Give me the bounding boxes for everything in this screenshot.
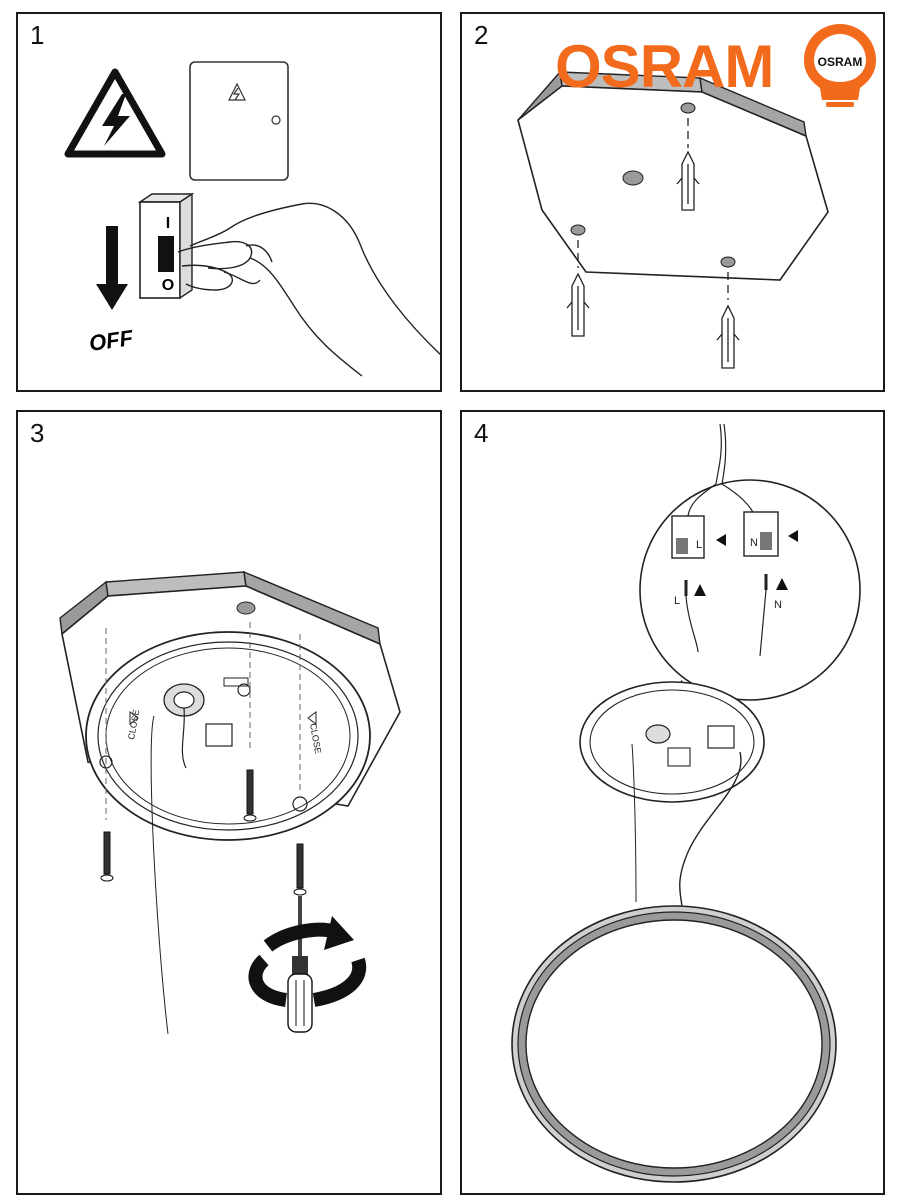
- step-1-illustration: I O OFF: [64, 61, 440, 377]
- step-number: 4: [474, 418, 489, 448]
- step-number: 1: [30, 20, 45, 50]
- mounting-base: [579, 681, 765, 907]
- wall-plug: [566, 240, 590, 337]
- screw: [243, 622, 257, 822]
- wall-switch: I O: [137, 192, 195, 300]
- high-voltage-warning-icon: [64, 68, 166, 158]
- rotate-clockwise-icon: [248, 916, 367, 1007]
- brand-wordmark: OSRAM: [555, 33, 774, 100]
- screw: [100, 628, 114, 882]
- step-4-panel: 4 L N L: [460, 410, 885, 1195]
- down-arrow-icon: [96, 226, 128, 310]
- wire-l-label: L: [674, 595, 680, 607]
- step-number: 3: [30, 418, 45, 448]
- light-panel-ring: [511, 905, 837, 1183]
- badge-text: OSRAM: [818, 55, 863, 69]
- wall-plug: [716, 272, 740, 369]
- wire-connector-l: L: [671, 515, 726, 559]
- step-3-illustration: CLOSE CLOSE: [59, 570, 401, 1035]
- screw: [293, 634, 307, 896]
- switch-off-label: O: [162, 277, 174, 294]
- step-1-panel: 1 I O: [16, 12, 442, 392]
- fuse-box-icon: [189, 61, 289, 181]
- wiring-detail-callout: L N L N: [639, 423, 861, 735]
- hand-illustration: [177, 202, 440, 377]
- step-number: 2: [474, 20, 489, 50]
- switch-on-label: I: [166, 215, 170, 232]
- step-2-illustration: [517, 70, 829, 369]
- osram-bulb-logo-icon: OSRAM: [804, 24, 876, 107]
- connector-n-label: N: [750, 537, 758, 549]
- step-3-panel: 3 CLOSE CLOSE: [16, 410, 442, 1195]
- wall-plug: [676, 118, 700, 211]
- ceiling-slab: [517, 70, 829, 281]
- step-4-illustration: L N L N: [511, 423, 861, 1183]
- osram-logo: OSRAM OSRAM: [555, 22, 880, 112]
- off-label: OFF: [87, 325, 135, 356]
- connector-l-label: L: [696, 539, 702, 551]
- wire-n-label: N: [774, 599, 782, 611]
- mounting-base: CLOSE CLOSE: [85, 631, 371, 1035]
- wire-connector-n: N: [743, 511, 798, 557]
- screwdriver-icon: [287, 896, 313, 1033]
